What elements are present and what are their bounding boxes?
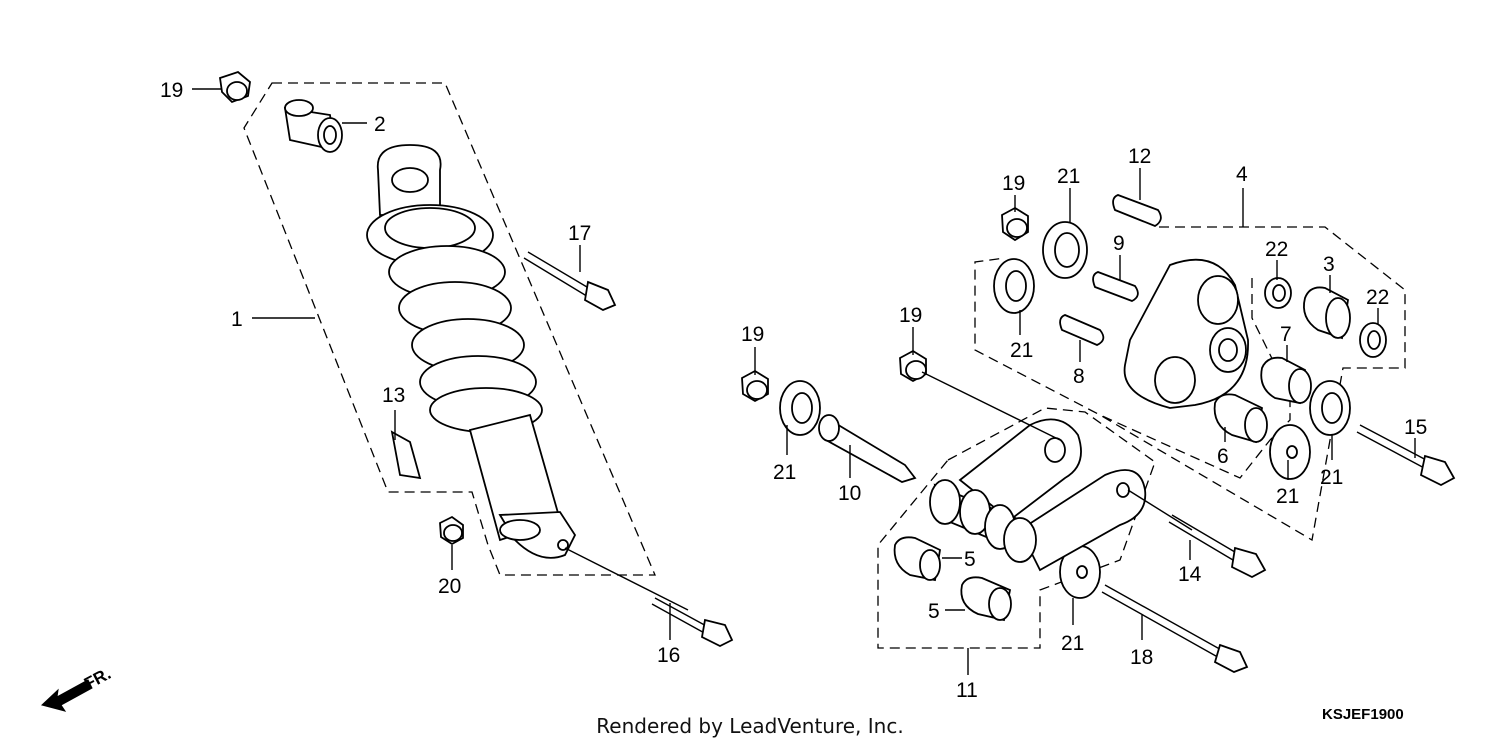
callout-labels: 19 2 1 17 13 20 16 19 21 10 19 19 21 12 …: [160, 79, 1427, 702]
callout-19-a: 19: [160, 79, 183, 102]
callout-6: 6: [1217, 445, 1229, 468]
part-6-bushing: [1213, 393, 1268, 444]
leader-lines: [192, 88, 1416, 675]
part-20-nut: [439, 515, 464, 546]
part-5-bushing-b: [960, 576, 1012, 622]
part-7-bushing: [1260, 356, 1312, 405]
callout-21-b: 21: [1010, 339, 1033, 362]
callout-15: 15: [1404, 416, 1427, 439]
callout-7: 7: [1280, 323, 1292, 346]
callout-21-c: 21: [773, 461, 796, 484]
shock-absorber: [366, 144, 577, 559]
callout-13: 13: [382, 384, 405, 407]
part-18-bolt: [1101, 584, 1249, 673]
callout-21-d: 21: [1320, 466, 1343, 489]
part-19-nut-d: [899, 349, 927, 383]
seal-21-d: [1309, 380, 1351, 436]
part-9-pin: [1092, 271, 1139, 302]
link-group-outline: [974, 226, 1406, 542]
part-5-bushing-a: [893, 536, 941, 582]
part-13-label: [390, 430, 422, 480]
callout-21-f: 21: [1061, 632, 1084, 655]
part-19-nut-a: [219, 70, 251, 104]
front-direction-arrow: FR.: [40, 664, 114, 712]
callout-21-e: 21: [1276, 485, 1299, 508]
callout-12: 12: [1128, 145, 1151, 168]
arm-group-outline: [877, 407, 1156, 649]
seal-21-a: [1042, 221, 1088, 279]
part-19-nut-b: [1001, 206, 1029, 242]
credit-text: Rendered by LeadVenture, Inc.: [596, 714, 904, 738]
part-16-bolt: [651, 597, 734, 648]
callout-17: 17: [568, 222, 591, 245]
callout-19-b: 19: [1002, 172, 1025, 195]
seal-21-b: [993, 258, 1035, 314]
callout-22-b: 22: [1366, 286, 1389, 309]
part-22-ring-b: [1359, 322, 1387, 358]
part-14-bolt: [1168, 514, 1267, 579]
callout-5-a: 5: [964, 548, 976, 571]
callout-14: 14: [1178, 563, 1202, 586]
part-12-pin: [1112, 194, 1162, 228]
part-11-arm: [929, 418, 1147, 572]
callout-21-a: 21: [1057, 165, 1080, 188]
part-10-pin: [818, 414, 917, 483]
callout-10: 10: [838, 482, 861, 505]
seal-21-f: [1059, 545, 1101, 599]
callout-3: 3: [1323, 253, 1335, 276]
callout-8: 8: [1073, 365, 1085, 388]
callout-9: 9: [1113, 232, 1125, 255]
link-inner-outline: [1099, 278, 1291, 479]
part-8-collar: [1059, 314, 1105, 346]
part-17-bolt: [523, 251, 617, 311]
callout-20: 20: [438, 575, 461, 598]
part-4-link: [1123, 258, 1249, 409]
callout-5-b: 5: [928, 600, 940, 623]
callout-19-d: 19: [899, 304, 922, 327]
callout-11: 11: [956, 679, 978, 702]
part-3-bushing: [1303, 286, 1351, 340]
callout-16: 16: [657, 644, 680, 667]
part-2-bushing: [283, 99, 343, 153]
diagram-code: KSJEF1900: [1322, 706, 1404, 723]
part-15-bolt: [1356, 424, 1456, 487]
callout-4: 4: [1236, 163, 1248, 186]
callout-1: 1: [231, 308, 243, 331]
seal-21-c: [779, 380, 821, 436]
part-19-nut-c: [741, 369, 769, 403]
callout-22-a: 22: [1265, 238, 1288, 261]
part-22-ring-a: [1264, 277, 1292, 309]
seal-21-e: [1269, 424, 1311, 480]
callout-2: 2: [374, 113, 386, 136]
callout-19-c: 19: [741, 323, 764, 346]
callout-18: 18: [1130, 646, 1153, 669]
